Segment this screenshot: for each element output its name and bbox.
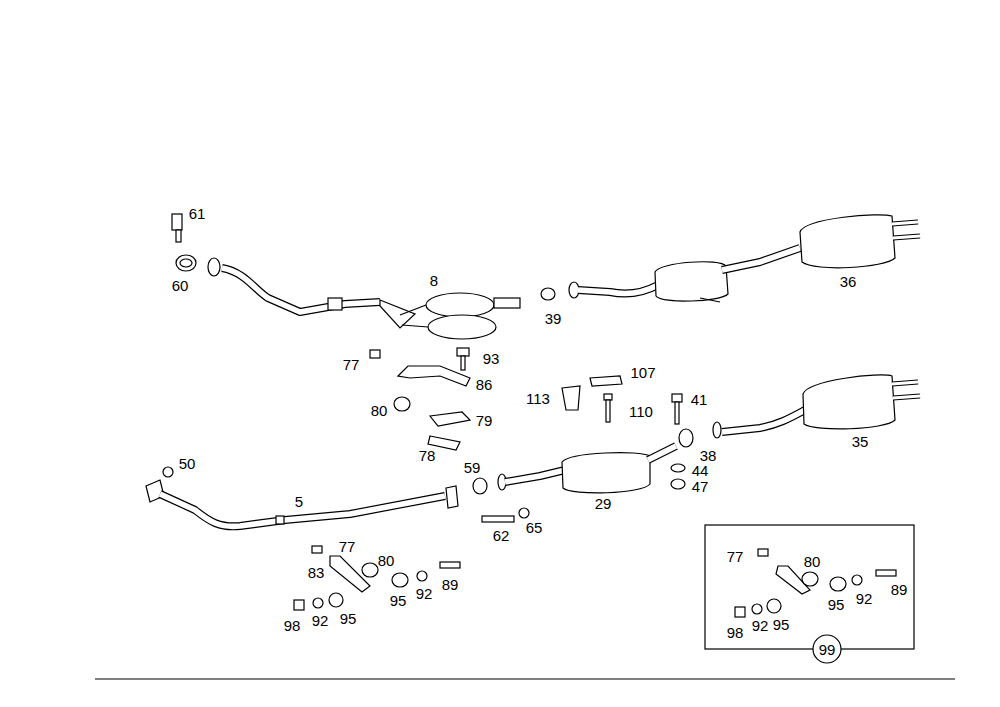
callout-number: 92 <box>312 613 329 628</box>
callout-number: 79 <box>476 413 493 428</box>
callout-number: 80 <box>371 403 388 418</box>
callout-number: 35 <box>852 434 869 449</box>
callout-number: 95 <box>340 611 357 626</box>
callout-number: 39 <box>545 311 562 326</box>
callout-number: 98 <box>727 625 744 640</box>
callout-number: 29 <box>595 496 612 511</box>
callout-number: 8 <box>430 273 438 288</box>
callout-number: 36 <box>840 274 857 289</box>
callout-number: 41 <box>691 392 708 407</box>
callout-number: 95 <box>828 597 845 612</box>
callout-number: 77 <box>727 549 744 564</box>
callout-number: 83 <box>308 565 325 580</box>
circle-shape <box>813 635 841 663</box>
callout-number: 92 <box>752 618 769 633</box>
callout-number: 65 <box>526 520 543 535</box>
callout-number: 93 <box>483 351 500 366</box>
callout-number: 62 <box>493 528 510 543</box>
group-circle: 99 <box>812 634 842 664</box>
callout-number: 5 <box>295 494 303 509</box>
callout-number: 107 <box>630 365 655 380</box>
callout-number: 77 <box>339 539 356 554</box>
callout-number: 59 <box>464 460 481 475</box>
callout-number: 78 <box>419 448 436 463</box>
callout-number: 98 <box>284 618 301 633</box>
callout-number: 80 <box>378 553 395 568</box>
callout-number: 95 <box>773 617 790 632</box>
callout-number: 60 <box>172 278 189 293</box>
callout-number: 95 <box>390 593 407 608</box>
callout-number: 77 <box>343 357 360 372</box>
callout-number: 113 <box>526 391 550 406</box>
callout-number: 50 <box>179 456 196 471</box>
callout-number: 110 <box>629 404 653 419</box>
callout-number: 86 <box>476 377 493 392</box>
callout-number: 99 <box>819 642 836 657</box>
callout-number: 89 <box>891 582 908 597</box>
callout-number: 61 <box>189 206 206 221</box>
callout-number: 47 <box>692 479 709 494</box>
callout-number: 38 <box>700 448 717 463</box>
callout-number: 89 <box>442 577 459 592</box>
callout-number: 92 <box>416 586 433 601</box>
callout-number: 92 <box>856 591 873 606</box>
callout-number: 80 <box>804 554 821 569</box>
callout-number: 44 <box>692 463 709 478</box>
